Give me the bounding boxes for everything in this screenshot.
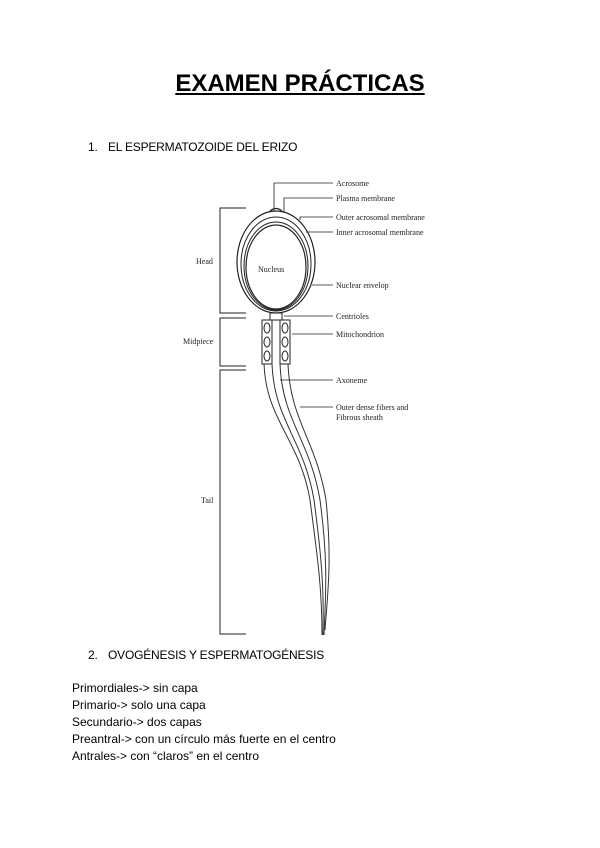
region-brackets bbox=[220, 208, 246, 634]
note-line: Primordiales-> sin capa bbox=[72, 680, 336, 697]
label-pointers bbox=[274, 183, 333, 407]
nucleus-label: Nucleus bbox=[258, 265, 284, 274]
acrosome-label: Acrosome bbox=[336, 179, 369, 188]
outer-fibers-label-1: Outer dense fibers and bbox=[336, 403, 408, 412]
nuclear-envelope-label: Nuclear envelop bbox=[336, 281, 389, 290]
note-line: Preantral-> con un círculo más fuerte en… bbox=[72, 731, 336, 748]
sperm-midpiece bbox=[262, 313, 290, 364]
axoneme-label: Axoneme bbox=[336, 376, 368, 385]
section-number: 2. bbox=[88, 648, 108, 662]
sperm-head bbox=[237, 209, 315, 314]
notes-list: Primordiales-> sin capa Primario-> solo … bbox=[72, 680, 336, 765]
plasma-membrane-label: Plasma membrane bbox=[336, 194, 395, 203]
outer-acrosomal-label: Outer acrosomal membrane bbox=[336, 213, 425, 222]
tail-label: Tail bbox=[201, 496, 214, 505]
section-heading-2: 2.OVOGÉNESIS Y ESPERMATOGÉNESIS bbox=[88, 648, 324, 662]
outer-fibers-label-2: Fibrous sheath bbox=[336, 413, 383, 422]
note-line: Antrales-> con “claros” en el centro bbox=[72, 748, 336, 765]
inner-acrosomal-label: Inner acrosomal membrane bbox=[336, 228, 424, 237]
mitochondrion-label: Mitochondrion bbox=[336, 330, 384, 339]
head-bracket bbox=[220, 208, 246, 313]
sperm-tail bbox=[264, 364, 329, 635]
note-line: Primario-> solo una capa bbox=[72, 697, 336, 714]
centrioles-label: Centrioles bbox=[336, 312, 369, 321]
note-line: Secundario-> dos capas bbox=[72, 714, 336, 731]
section-title: OVOGÉNESIS Y ESPERMATOGÉNESIS bbox=[108, 648, 324, 662]
tail-bracket bbox=[220, 370, 246, 634]
midpiece-bracket bbox=[220, 318, 246, 366]
head-label: Head bbox=[196, 257, 213, 266]
midpiece-label: Midpiece bbox=[183, 337, 214, 346]
